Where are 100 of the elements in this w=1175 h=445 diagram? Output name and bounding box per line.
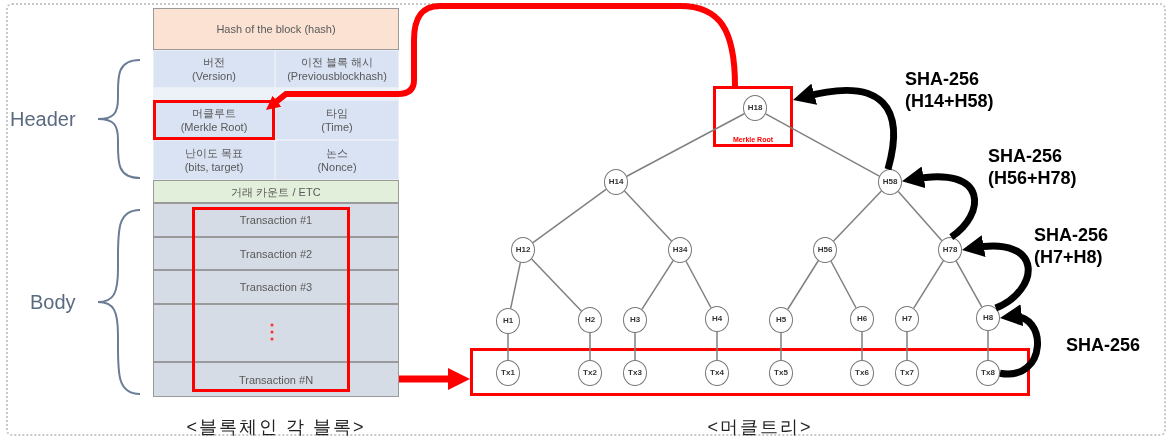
curved-arrow (792, 83, 897, 170)
tree-line (830, 260, 857, 309)
field-name-english: (Merkle Root) (180, 120, 248, 134)
tree-line (955, 260, 983, 308)
field-name: 타임 (326, 106, 348, 120)
field-name: 버전 (203, 55, 225, 69)
field-name: 논스 (326, 146, 348, 160)
hash-node-circle (850, 306, 874, 332)
field-name: Hash of the block (hash) (216, 22, 336, 36)
transaction-row (153, 203, 399, 237)
node-label: H56 (817, 246, 833, 254)
tree-line (780, 332, 782, 361)
node-label: H5 (775, 316, 787, 324)
hash-node-circle (604, 169, 628, 195)
edge-label: SHA-256 (1066, 334, 1142, 356)
section-label: Body (30, 290, 77, 315)
tree-line (987, 330, 989, 361)
hash-node-circle (938, 237, 962, 263)
curved-arrow (961, 235, 1032, 312)
header-field (275, 100, 399, 140)
curved-arrow (399, 368, 470, 390)
hash-node-circle (496, 360, 520, 386)
hash-node-circle (578, 360, 602, 386)
tree-line (532, 188, 607, 244)
hash-node-circle (769, 307, 793, 333)
tree-line (623, 190, 673, 242)
node-label: Tx5 (774, 369, 788, 377)
tree-line (832, 190, 883, 242)
node-label: H12 (515, 246, 531, 254)
edge-label: SHA-256 (H14+H58) (905, 68, 995, 112)
field-name-english: (Time) (321, 120, 353, 134)
curved-arrow (999, 306, 1041, 378)
header-field (153, 140, 275, 180)
transaction-row (153, 270, 399, 304)
field-name-english: (Nonce) (317, 160, 357, 174)
node-label: H3 (629, 316, 641, 324)
hash-node-circle (976, 305, 1000, 331)
header-field (275, 140, 399, 180)
hash-node-circle (813, 237, 837, 263)
header-field (153, 50, 275, 88)
hash-node-circle (769, 360, 793, 386)
tree-line (912, 260, 945, 309)
curved-arrow (901, 167, 978, 240)
field-name: Transaction #2 (239, 246, 313, 261)
node-label: H7 (901, 315, 913, 323)
field-name: Transaction #3 (239, 280, 313, 294)
hash-node-circle (976, 360, 1000, 386)
edge-label: SHA-256 (H7+H8) (1034, 224, 1110, 268)
figure-caption: <블록체인 각 블록> (185, 416, 367, 439)
field-name: 이전 블록 해시 (300, 55, 374, 69)
tree-line (589, 332, 591, 361)
tree-line (685, 260, 712, 309)
hash-node-circle (668, 237, 692, 263)
tree-line (530, 258, 583, 312)
hash-node-circle (705, 360, 729, 386)
node-label: Tx2 (583, 369, 597, 377)
hash-node-circle (743, 95, 767, 121)
tree-line (764, 113, 881, 177)
transaction-row (153, 304, 399, 362)
tree-line (507, 333, 509, 361)
node-label: H6 (856, 315, 868, 323)
field-name-english: (Previousblockhash) (287, 69, 387, 83)
field-name: 난이도 목표 (184, 146, 244, 160)
node-label: H2 (584, 316, 596, 324)
node-label: H1 (502, 317, 514, 325)
field-name-english: (bits, target) (184, 160, 244, 174)
merkle-root-highlight (713, 86, 793, 147)
transaction-row (153, 237, 399, 270)
hash-node-circle (511, 237, 535, 263)
highlight-frame (470, 348, 1030, 396)
hash-node-circle (705, 306, 729, 332)
section-label: Header (10, 107, 77, 132)
node-label: H58 (882, 178, 898, 186)
node-label: H78 (942, 246, 958, 254)
tree-line (787, 260, 819, 310)
field-name-english: (Version) (192, 69, 236, 83)
count-row (153, 180, 399, 203)
node-label: H34 (672, 246, 688, 254)
node-label: Tx7 (900, 369, 914, 377)
highlight-frame (192, 207, 350, 392)
hash-node-circle (878, 169, 902, 195)
tree-line (906, 331, 908, 361)
field-name: Transaction #1 (239, 213, 313, 227)
hash-node-circle (623, 360, 647, 386)
tree-line (634, 332, 636, 361)
node-label: H18 (747, 104, 763, 112)
header-field (275, 50, 399, 88)
figure-caption: <머클트리> (706, 416, 814, 439)
node-label: H14 (608, 178, 624, 186)
tree-line (861, 331, 863, 361)
node-label: H8 (982, 314, 994, 322)
field-name: 머클루트 (192, 106, 236, 120)
node-label: Tx8 (981, 369, 995, 377)
highlighted-header-field (153, 100, 275, 140)
tree-line (626, 113, 745, 177)
node-label: Tx3 (628, 369, 642, 377)
edge-label: SHA-256 (H56+H78) (988, 145, 1078, 189)
field-name: 거래 카운트 / ETC (231, 184, 321, 199)
curved-arrow (266, 3, 738, 110)
hash-node-circle (623, 307, 647, 333)
